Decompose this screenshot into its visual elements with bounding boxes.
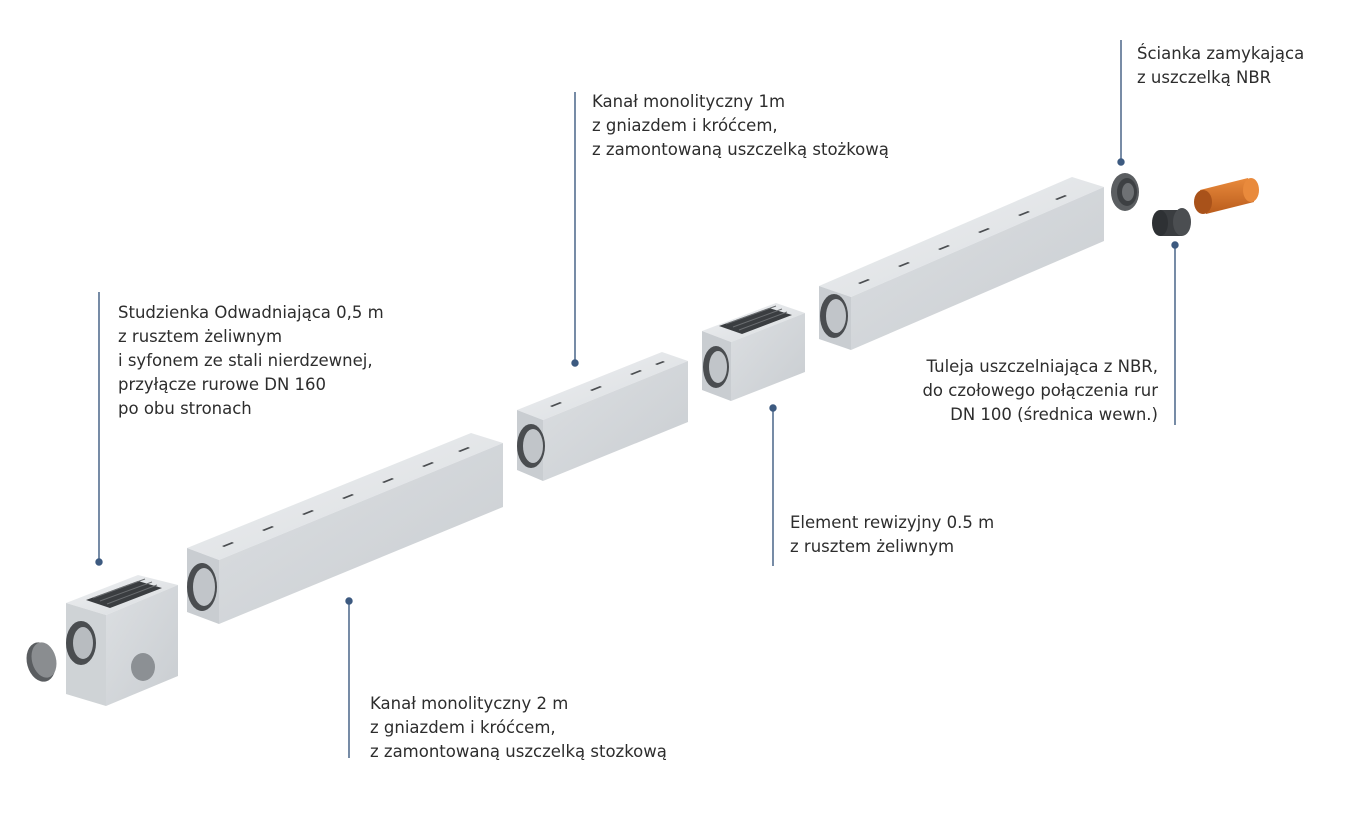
channel-2m bbox=[187, 433, 503, 624]
channel-upper bbox=[819, 177, 1104, 350]
callout-line: Kanał monolityczny 2 m bbox=[370, 694, 569, 713]
channel-1m bbox=[517, 352, 688, 481]
leader-dot-channel-2m bbox=[345, 597, 353, 605]
callout-line: DN 100 (średnica wewn.) bbox=[950, 405, 1158, 424]
callout-end-wall: Ścianka zamykająca z uszczelką NBR bbox=[1137, 42, 1304, 90]
callout-sleeve: Tuleja uszczelniająca z NBR, do czołoweg… bbox=[922, 355, 1158, 427]
leader-dot-sump bbox=[95, 558, 103, 566]
leader-dot-channel-1m bbox=[571, 359, 579, 367]
sump-grate bbox=[86, 581, 162, 608]
callout-line: z gniazdem i króćcem, bbox=[592, 116, 778, 135]
inspection-grate bbox=[719, 308, 792, 334]
callout-line: z zamontowaną uszczelką stożkową bbox=[592, 140, 889, 159]
callout-channel-2m: Kanał monolityczny 2 m z gniazdem i króć… bbox=[370, 692, 667, 764]
end-cap-disc bbox=[26, 642, 57, 682]
leader-dot-sleeve bbox=[1171, 241, 1179, 249]
callout-line: Element rewizyjny 0.5 m bbox=[790, 513, 995, 532]
pvc-pipe bbox=[1194, 178, 1259, 214]
callout-line: Kanał monolityczny 1m bbox=[592, 92, 786, 111]
callout-sump: Studzienka Odwadniająca 0,5 m z rusztem … bbox=[118, 301, 384, 421]
sump-side-opening bbox=[131, 653, 155, 681]
leader-dot-inspection bbox=[769, 404, 777, 412]
callout-line: z zamontowaną uszczelką stozkową bbox=[370, 742, 667, 761]
leader-dot-end-wall bbox=[1117, 158, 1125, 166]
callout-line: z rusztem żeliwnym bbox=[790, 537, 955, 556]
sump-box bbox=[66, 575, 178, 706]
end-wall-disc bbox=[1111, 173, 1139, 211]
callout-line: i syfonem ze stali nierdzewnej, bbox=[118, 351, 373, 370]
callout-inspection: Element rewizyjny 0.5 m z rusztem żeliwn… bbox=[790, 511, 994, 559]
callout-line: z rusztem żeliwnym bbox=[118, 327, 283, 346]
sealing-sleeve bbox=[1152, 208, 1191, 236]
callout-line: Studzienka Odwadniająca 0,5 m bbox=[118, 303, 384, 322]
callout-line: Ścianka zamykająca bbox=[1137, 44, 1305, 63]
callout-line: przyłącze rurowe DN 160 bbox=[118, 375, 327, 394]
callout-channel-1m: Kanał monolityczny 1m z gniazdem i króćc… bbox=[592, 90, 889, 162]
inspection-element bbox=[702, 303, 805, 401]
callout-line: z uszczelką NBR bbox=[1137, 68, 1272, 87]
callout-line: z gniazdem i króćcem, bbox=[370, 718, 556, 737]
callout-line: Tuleja uszczelniająca z NBR, bbox=[926, 357, 1158, 376]
callout-line: do czołowego połączenia rur bbox=[922, 381, 1158, 400]
callout-line: po obu stronach bbox=[118, 399, 252, 418]
